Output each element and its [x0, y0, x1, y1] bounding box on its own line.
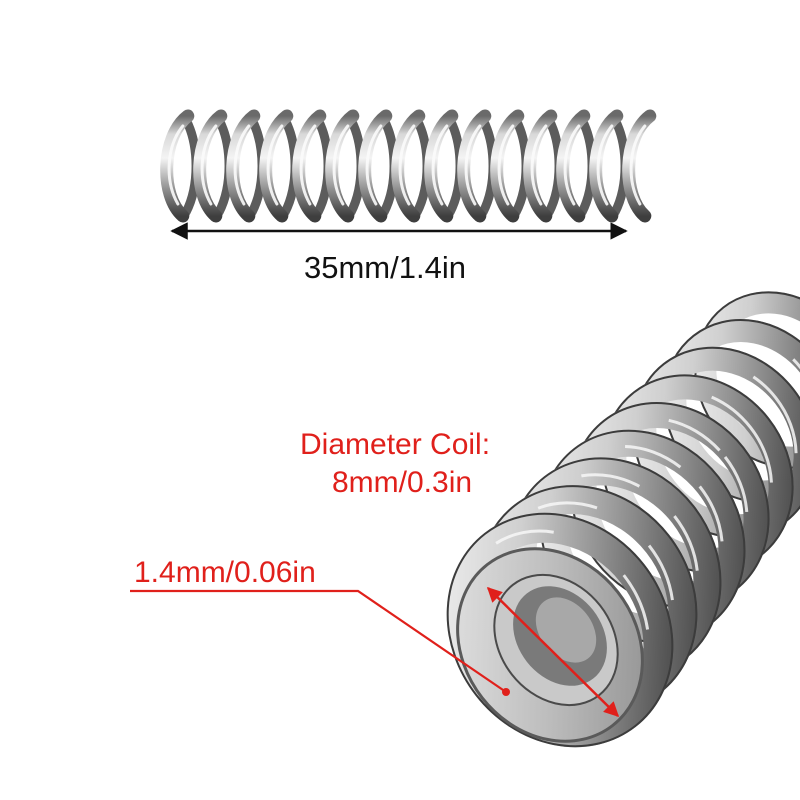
coil-highlight [530, 124, 548, 206]
coil-front-strand [358, 109, 393, 223]
closeup-coil-highlight [488, 501, 675, 695]
closeup-coil-highlight [641, 360, 798, 524]
coil-diameter-value: 8mm/0.3in [332, 466, 473, 499]
coil-front-strand [424, 109, 459, 223]
coil-diameter-title: Diameter Coil: [300, 428, 491, 461]
coil-highlight [464, 124, 482, 206]
coil-highlight [266, 124, 284, 206]
coil-highlight [431, 124, 449, 206]
closeup-coil-highlight [549, 445, 724, 627]
spring-side-view [160, 109, 657, 223]
closeup-coil-highlight [580, 416, 749, 592]
coil-front-strand [160, 109, 195, 223]
coil-front-strand [523, 109, 558, 223]
coil-highlight [629, 124, 647, 206]
length-label: 35mm/1.4in [304, 250, 466, 285]
coil-highlight [200, 124, 218, 206]
coil-highlight [299, 124, 317, 206]
coil-highlight [167, 124, 185, 206]
coil-highlight [332, 124, 350, 206]
closeup-coil-edge [446, 512, 674, 748]
wire-diameter-annotation [130, 586, 620, 718]
spring-end-face [456, 547, 644, 743]
coil-highlight [563, 124, 581, 206]
coil-front-strand [226, 109, 261, 223]
closeup-coil-highlight [519, 473, 700, 661]
coil-front-strand [457, 109, 492, 223]
coil-front-strand [556, 109, 591, 223]
coil-front-strand [391, 109, 426, 223]
closeup-coil-highlight [458, 529, 651, 730]
coil-front-strand [325, 109, 360, 223]
closeup-coil-highlight [610, 388, 774, 558]
coil-front-strand [292, 109, 327, 223]
wire-diameter-label: 1.4mm/0.06in [134, 556, 316, 589]
coil-front-strand [589, 109, 624, 223]
coil-highlight [398, 124, 416, 206]
coil-highlight [596, 124, 614, 206]
coil-highlight [365, 124, 383, 206]
coil-front-strand [490, 109, 525, 223]
coil-front-strand [259, 109, 294, 223]
coil-front-strand [622, 109, 657, 223]
coil-front-strand [193, 109, 228, 223]
coil-highlight [497, 124, 515, 206]
closeup-coil-ring [694, 291, 800, 469]
coil-highlight [233, 124, 251, 206]
